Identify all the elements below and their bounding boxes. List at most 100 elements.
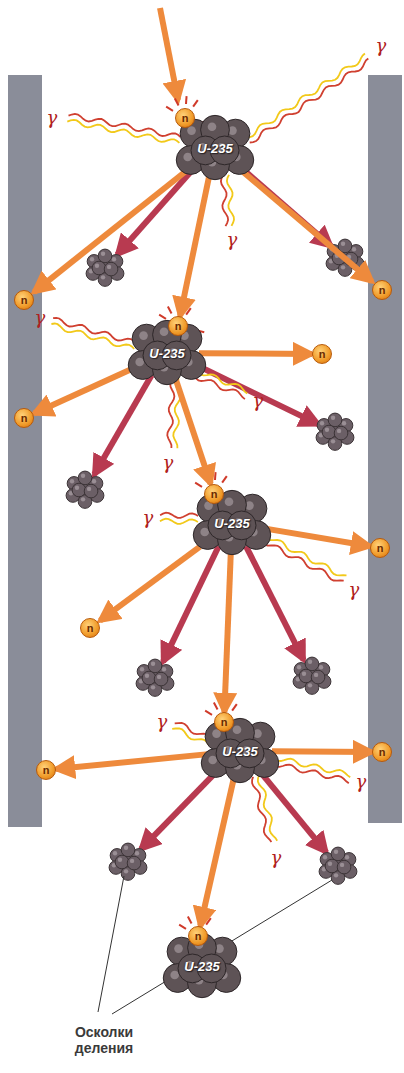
neutron: n [372,742,392,762]
fission-fragment [109,843,147,880]
burst-tick [159,315,166,319]
neutron: n [188,926,208,946]
gamma-symbol: γ [349,581,360,599]
neutron-label: n [21,295,28,306]
neutron-arrow [264,528,370,546]
gamma-symbol: γ [35,309,46,327]
fission-fragment [66,471,104,508]
burst-tick [214,702,218,709]
burst-tick [193,100,198,107]
gamma-ray [261,540,344,581]
gamma-ray [160,519,198,524]
gamma-ray [271,763,349,783]
gamma-symbol: γ [143,509,154,527]
incoming-neutron-arrow [160,8,178,100]
gamma-symbol: γ [376,37,387,55]
fission-fragment [316,413,354,450]
neutron-arrow [56,754,208,769]
uranium-nucleus: U-235 [183,124,247,172]
gamma-ray [221,175,228,226]
burst-tick [214,472,217,480]
neutron-arrow [180,172,210,316]
neutron: n [204,484,224,504]
fragment-arrow [194,364,319,424]
neutron-arrow [175,377,211,484]
gamma-ray [250,59,369,143]
burst-tick [205,711,212,715]
neutron-label: n [319,349,326,360]
neutron: n [168,316,188,336]
gamma-symbol: γ [253,392,264,410]
fragment-arrow [246,546,304,660]
gamma-symbol: γ [271,849,282,867]
uranium-nucleus: U-235 [200,499,264,547]
neutron-arrow [200,775,234,926]
neutron-label: n [87,623,94,634]
uranium-nucleus: U-235 [135,329,199,377]
neutron: n [80,618,100,638]
gamma-symbol: γ [47,109,58,127]
gamma-ray [51,324,134,349]
burst-tick [185,96,188,104]
neutron-label: n [195,931,202,942]
fragment-arrow [94,375,151,474]
gamma-ray [252,777,271,842]
neutron: n [372,280,392,300]
uranium-nucleus: U-235 [170,942,234,990]
burst-tick [166,107,173,111]
nucleus-label: U-235 [214,516,249,531]
fission-fragment [319,847,357,884]
gamma-ray [246,54,365,138]
uranium-nucleus: U-235 [208,727,272,775]
neutron-arrow [34,368,135,414]
neutron: n [370,538,390,558]
fission-fragment [293,657,331,694]
neutron-label: n [182,113,189,124]
right-wall [368,75,402,823]
burst-tick [175,98,179,105]
neutron-label: n [379,285,386,296]
fission-fragment [136,659,174,696]
fragment-arrow [117,167,195,255]
burst-tick [168,306,172,313]
nucleus-label: U-235 [184,959,219,974]
gamma-symbol: γ [227,231,238,249]
neutron-arrow [199,350,312,357]
gamma-symbol: γ [356,773,367,791]
fragment-arrow [141,769,219,849]
neutron-label: n [43,765,50,776]
nucleus-label: U-235 [197,141,232,156]
neutron-label: n [377,543,384,554]
gamma-symbol: γ [163,454,174,472]
gamma-ray [167,378,174,448]
neutron: n [214,712,234,732]
burst-tick [195,483,202,487]
gamma-ray [194,376,245,399]
leader-line [112,880,332,1014]
gamma-symbol: γ [157,713,168,731]
neutron-label: n [211,489,218,500]
nucleus-label: U-235 [149,346,184,361]
neutron-label: n [379,747,386,758]
neutron-arrow [100,547,200,621]
neutron-arrow [224,547,231,712]
neutron-arrow [243,172,372,281]
burst-tick [206,918,211,925]
burst-tick [179,925,186,929]
burst-tick [186,308,191,315]
gamma-ray [258,775,277,840]
nucleus-label: U-235 [222,744,257,759]
neutron-arrow [34,172,185,292]
leader-line [98,876,124,1012]
neutron: n [36,760,56,780]
fragment-arrow [163,546,219,662]
gamma-ray [69,114,181,137]
neutron-label: n [21,413,28,424]
neutron: n [14,290,34,310]
gamma-ray [160,513,198,518]
burst-tick [222,476,227,483]
neutron-arrow [272,748,372,755]
